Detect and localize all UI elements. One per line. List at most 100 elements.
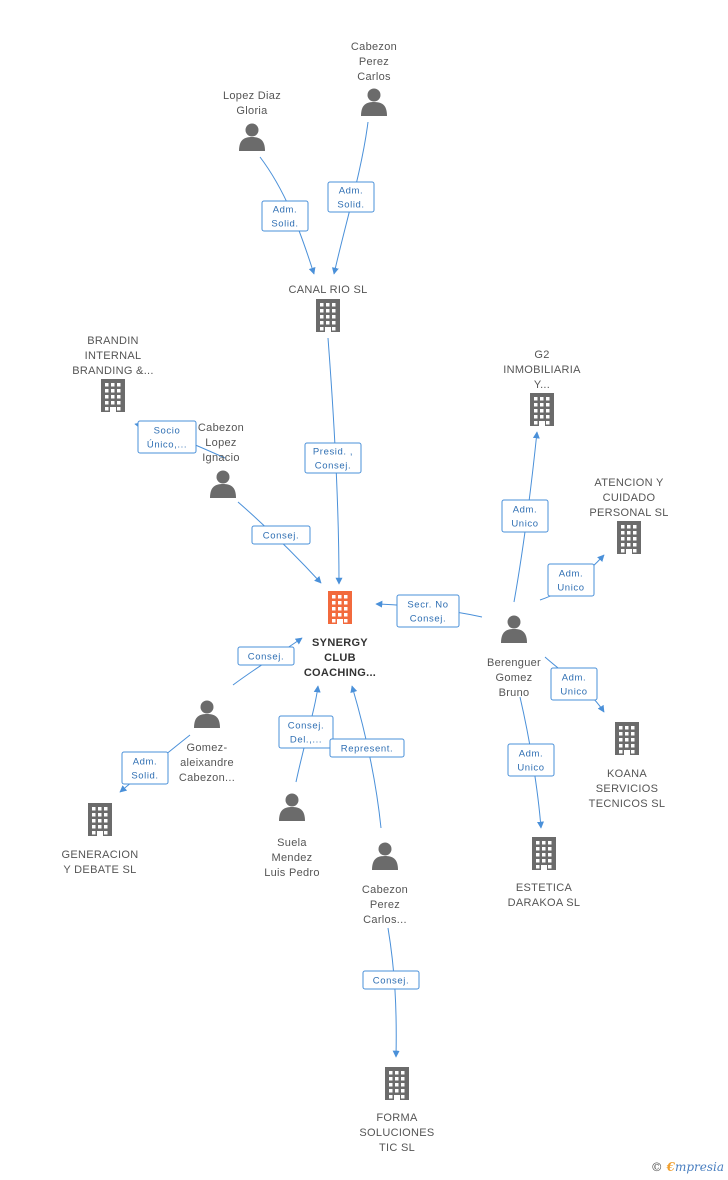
building-window <box>326 309 330 313</box>
building-window <box>332 309 336 313</box>
node-g2[interactable]: G2INMOBILIARIAY... <box>503 349 581 426</box>
edge-label[interactable]: Adm.Unico <box>547 563 595 597</box>
node-label: Cabezon <box>362 884 408 896</box>
building-window <box>627 525 631 529</box>
brand-name: mpresia <box>674 1160 724 1174</box>
node-label: SYNERGY <box>312 637 368 649</box>
building-window <box>389 1089 393 1093</box>
edge-label[interactable]: Consej. <box>237 646 295 666</box>
edge-label[interactable]: SocioÚnico,... <box>137 420 197 454</box>
edge-label-text: Adm. <box>339 186 364 197</box>
edge-label[interactable]: Adm.Unico <box>550 667 598 701</box>
building-window <box>332 315 336 319</box>
node-label: Carlos <box>357 71 391 83</box>
building-window <box>631 726 635 730</box>
edge-label[interactable]: Adm.Unico <box>507 743 555 777</box>
node-synergy[interactable]: SYNERGYCLUBCOACHING... <box>304 591 376 679</box>
estetica-building-icon <box>532 837 556 870</box>
building-window <box>540 409 544 413</box>
building-window <box>534 421 538 425</box>
building-window <box>401 1083 405 1087</box>
building-window <box>105 407 109 411</box>
node-gomez-aleixandre[interactable]: Gomez-aleixandreCabezon... <box>179 700 235 785</box>
gomez-aleixandre-person-icon <box>194 700 220 728</box>
building-window <box>320 303 324 307</box>
building-window <box>117 407 121 411</box>
building-window <box>332 321 336 325</box>
node-label: TECNICOS SL <box>589 798 666 810</box>
building-window <box>536 865 540 869</box>
node-label: TIC SL <box>379 1142 415 1154</box>
edge-label[interactable]: Consej. <box>251 525 311 545</box>
edge-label-text: Unico <box>517 763 544 774</box>
building-window <box>621 537 625 541</box>
building-window <box>338 595 342 599</box>
building-window <box>117 389 121 393</box>
edge-label-box <box>396 594 460 628</box>
building-window <box>389 1095 393 1099</box>
building-window <box>344 613 348 617</box>
building-window <box>546 415 550 419</box>
building-door <box>541 865 547 870</box>
brand-e-glyph: € <box>666 1160 675 1174</box>
edge-label-box <box>547 563 595 597</box>
edge-label-text: Adm. <box>559 569 584 580</box>
building-door <box>394 1095 400 1100</box>
forma-building-icon <box>385 1067 409 1100</box>
node-label: Cabezon... <box>179 772 235 784</box>
edge-label-text: Único,... <box>147 440 187 451</box>
node-label: Perez <box>359 56 389 68</box>
node-cabezon-perez-carlos-2[interactable]: CabezonPerezCarlos... <box>362 842 408 927</box>
cabezon-lopez-ignacio-person-icon <box>210 470 236 498</box>
node-label: Ignacio <box>202 452 240 464</box>
edge-label[interactable]: Adm.Solid. <box>121 751 169 785</box>
person-icon-head <box>367 88 381 102</box>
building-window <box>320 321 324 325</box>
person-icon-head <box>200 700 214 714</box>
person-icon-head <box>216 470 230 484</box>
node-label: Gloria <box>236 105 268 117</box>
edge-label[interactable]: Represent. <box>329 738 405 758</box>
person-icon-head <box>507 615 521 629</box>
building-window <box>542 859 546 863</box>
node-label: Carlos... <box>363 914 407 926</box>
building-window <box>395 1089 399 1093</box>
edge-label[interactable]: Consej. <box>362 970 420 990</box>
edge-label[interactable]: Adm.Solid. <box>261 200 309 232</box>
edge-label-box <box>278 715 334 749</box>
node-label: Cabezon <box>351 41 397 53</box>
edge-label-box <box>261 200 309 232</box>
edge-label-text: Adm. <box>513 505 538 516</box>
building-window <box>111 383 115 387</box>
edge-label-box <box>507 743 555 777</box>
person-icon-body <box>372 856 398 870</box>
node-label: Gomez- <box>187 742 228 754</box>
building-window <box>111 389 115 393</box>
building-window <box>332 607 336 611</box>
node-canal-rio-sl[interactable]: CANAL RIO SL <box>289 284 368 332</box>
edge-label[interactable]: Adm. Unico <box>501 499 549 533</box>
building-window <box>627 537 631 541</box>
building-window <box>619 726 623 730</box>
building-door <box>626 549 632 554</box>
edge-label-text: Unico <box>560 687 587 698</box>
edge-label[interactable]: Adm.Solid. <box>327 181 375 213</box>
building-window <box>619 738 623 742</box>
building-window <box>332 613 336 617</box>
edge-label-text: Unico <box>511 519 538 530</box>
building-window <box>105 383 109 387</box>
edge-label[interactable]: Consej.Del.,... <box>278 715 334 749</box>
edge-label[interactable]: Presid. ,Consej. <box>304 442 362 474</box>
